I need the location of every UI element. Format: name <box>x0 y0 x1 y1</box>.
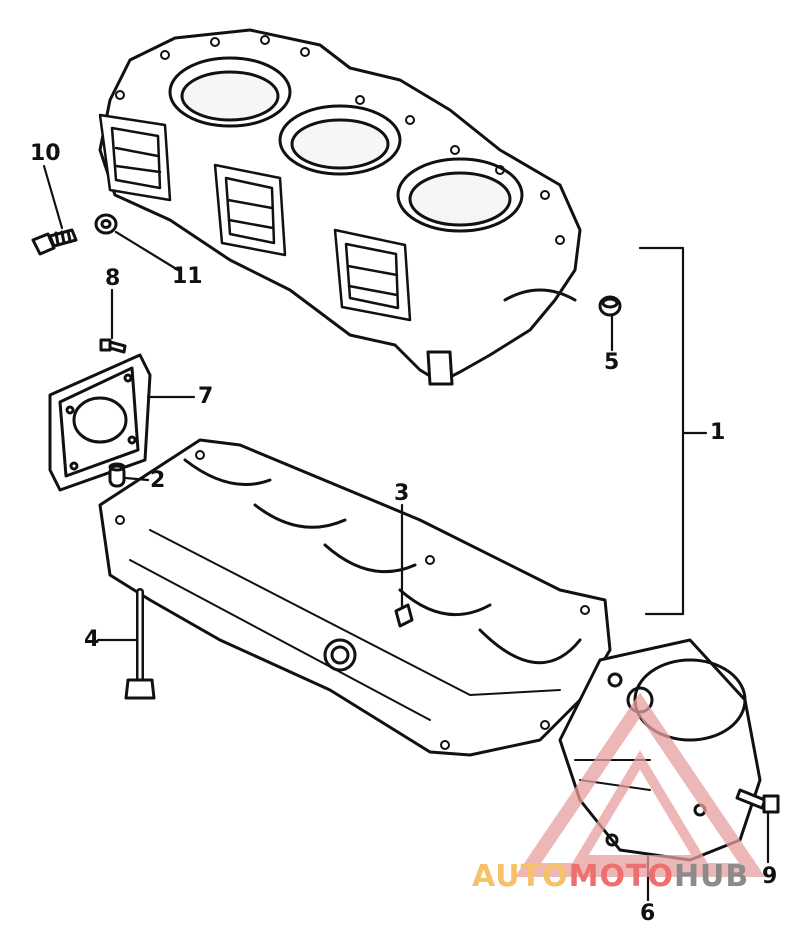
washer-11 <box>94 213 118 235</box>
watermark-moto: MOTO <box>568 859 674 894</box>
watermark-hub: HUB <box>673 859 750 894</box>
watermark-text: AUTOMOTOHUB <box>472 862 749 892</box>
lower-crankcase <box>98 438 612 757</box>
callout-5: 5 <box>604 350 620 375</box>
callout-8: 8 <box>105 266 121 291</box>
callout-11: 11 <box>172 264 203 289</box>
watermark-logo <box>514 692 766 877</box>
callout-4: 4 <box>84 627 100 652</box>
bolt-9 <box>735 788 780 814</box>
dowel-2 <box>108 462 126 488</box>
callout-9: 9 <box>762 864 778 889</box>
callout-2: 2 <box>150 468 166 493</box>
leader-lines <box>42 164 770 902</box>
callout-7: 7 <box>198 384 214 409</box>
watermark-auto: AUTO <box>472 859 569 894</box>
bolt-4 <box>124 588 156 700</box>
screw-8 <box>99 338 127 354</box>
callout-10: 10 <box>30 141 61 166</box>
callout-6: 6 <box>640 901 656 926</box>
upper-crankcase <box>98 28 582 386</box>
bolt-10 <box>31 228 78 256</box>
dowel-3 <box>394 603 414 628</box>
callout-3: 3 <box>394 481 410 506</box>
cap-5 <box>598 295 622 317</box>
cover-plate-7 <box>48 353 152 492</box>
callout-1: 1 <box>710 420 726 445</box>
